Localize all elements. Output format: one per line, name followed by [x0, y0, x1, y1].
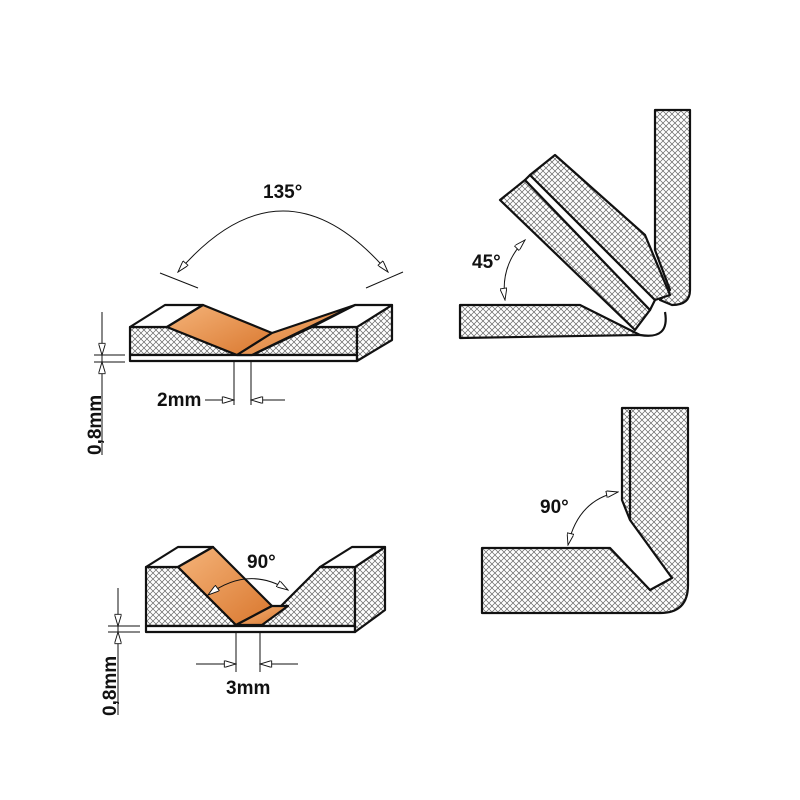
panel-45-fold: 45°	[458, 108, 692, 340]
cut-face-bottom	[234, 604, 290, 627]
board-backing-strip	[144, 624, 357, 634]
cut-face-right	[235, 303, 357, 357]
width-label-3mm: 3mm	[226, 678, 270, 699]
fold-outer-flap	[528, 153, 672, 302]
angle-label-90: 90°	[247, 552, 276, 573]
depth-label-2: 0,8mm	[100, 656, 121, 716]
fold-l-shape	[480, 406, 690, 615]
board-top-right	[318, 545, 387, 569]
angle-arc-45	[504, 240, 525, 300]
width-label-2mm: 2mm	[157, 390, 201, 411]
angle-arc-90-fold	[568, 492, 618, 545]
angle-label-45: 45°	[472, 252, 501, 273]
angle-arc	[178, 210, 388, 272]
depth-label-1: 0,8mm	[85, 395, 106, 455]
panel-135-groove: 135° 0,8mm 2mm	[85, 182, 404, 455]
angle-arc-90	[208, 578, 288, 595]
panel-90-fold: 90°	[480, 406, 690, 615]
angle-label-90-fold: 90°	[540, 497, 569, 518]
panel-90-groove: 90° 0,8mm 3mm	[100, 545, 387, 716]
angle-label-135: 135°	[263, 182, 302, 203]
